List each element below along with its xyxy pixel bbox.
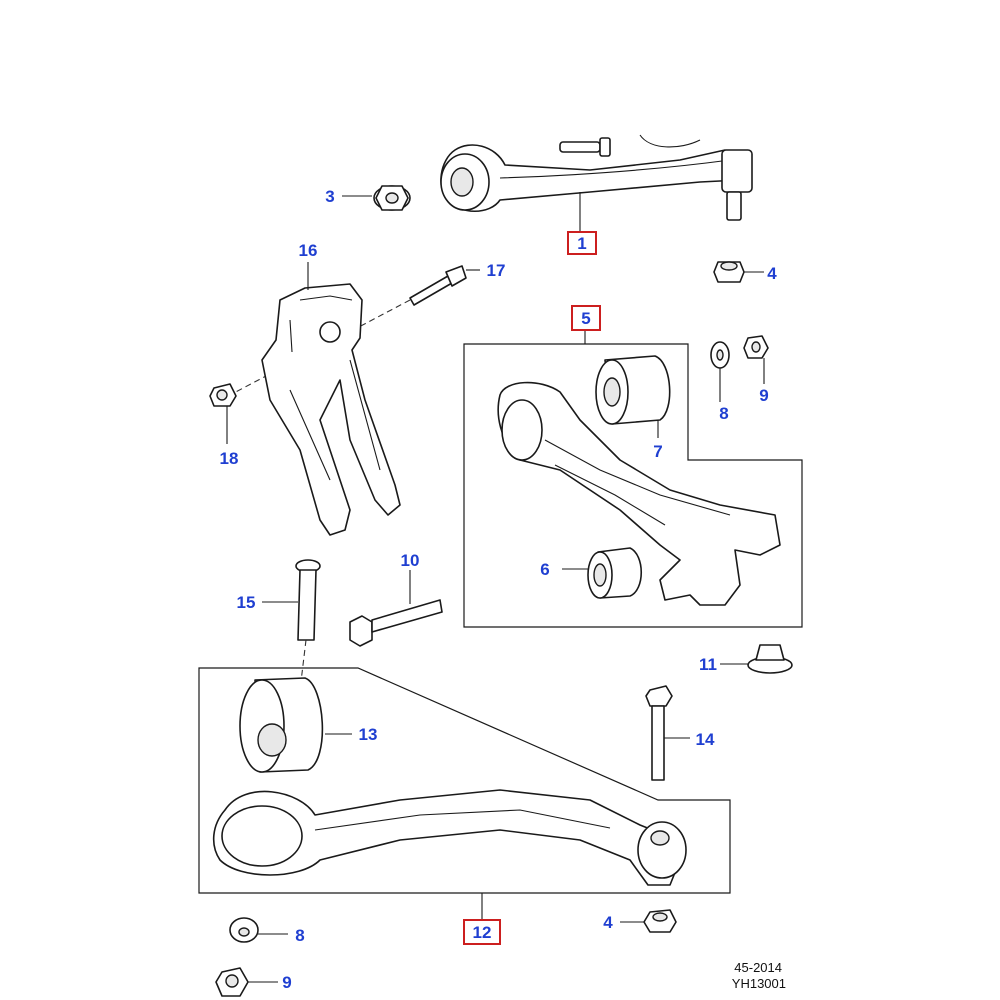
upper-control-arm <box>440 134 753 221</box>
reference-line-1: 45-2014 <box>734 960 782 975</box>
reference-code: 45-2014 YH13001 <box>732 960 786 991</box>
bush-7 <box>595 355 671 425</box>
callout-13: 13 <box>359 725 378 744</box>
callout-11: 11 <box>699 655 717 674</box>
callout-8-right: 8 <box>719 404 728 423</box>
bush-6 <box>587 547 642 599</box>
bolt-15 <box>295 559 321 641</box>
lower-control-arm-12 <box>212 789 687 886</box>
callout-1: 1 <box>577 234 586 253</box>
assembly-5-frame <box>463 343 803 628</box>
callout-10: 10 <box>401 551 420 570</box>
callout-15: 15 <box>237 593 256 612</box>
flange-nut-11 <box>747 644 793 674</box>
callout-labels: 1 3 4 5 6 7 8 9 10 11 12 13 14 15 16 17 … <box>220 187 778 992</box>
callout-6: 6 <box>540 560 549 579</box>
callout-16: 16 <box>299 241 318 260</box>
bush-13 <box>239 677 324 773</box>
callout-12: 12 <box>473 923 492 942</box>
callout-9-right: 9 <box>759 386 768 405</box>
callout-4-bottom: 4 <box>603 913 613 932</box>
nut-9-bottom <box>215 967 249 997</box>
callout-4-top: 4 <box>767 264 777 283</box>
bolt-17 <box>409 265 467 306</box>
washer-nut-3 <box>373 185 411 211</box>
bolt-10 <box>349 599 443 647</box>
callout-box-1 <box>567 231 597 255</box>
bracket-16 <box>261 283 401 536</box>
nut-9-right <box>743 335 769 359</box>
washer-8-bottom <box>229 917 259 943</box>
callout-box-12 <box>463 919 501 945</box>
washer-8-right <box>710 341 730 369</box>
callout-14: 14 <box>696 730 715 749</box>
callout-18: 18 <box>220 449 239 468</box>
lower-control-arm-5 <box>497 381 781 606</box>
callout-9-bottom: 9 <box>282 973 291 992</box>
nut-18 <box>209 383 237 407</box>
nut-4-bottom <box>643 909 677 933</box>
reference-line-2: YH13001 <box>732 976 786 991</box>
assembly-12-frame <box>198 667 731 894</box>
bolt-14 <box>645 685 673 781</box>
callout-7: 7 <box>653 442 662 461</box>
nut-4-top <box>713 261 745 283</box>
callout-box-5 <box>571 305 601 331</box>
callout-3: 3 <box>325 187 334 206</box>
callout-5: 5 <box>581 309 590 328</box>
callout-8-bottom: 8 <box>295 926 304 945</box>
callout-17: 17 <box>487 261 506 280</box>
